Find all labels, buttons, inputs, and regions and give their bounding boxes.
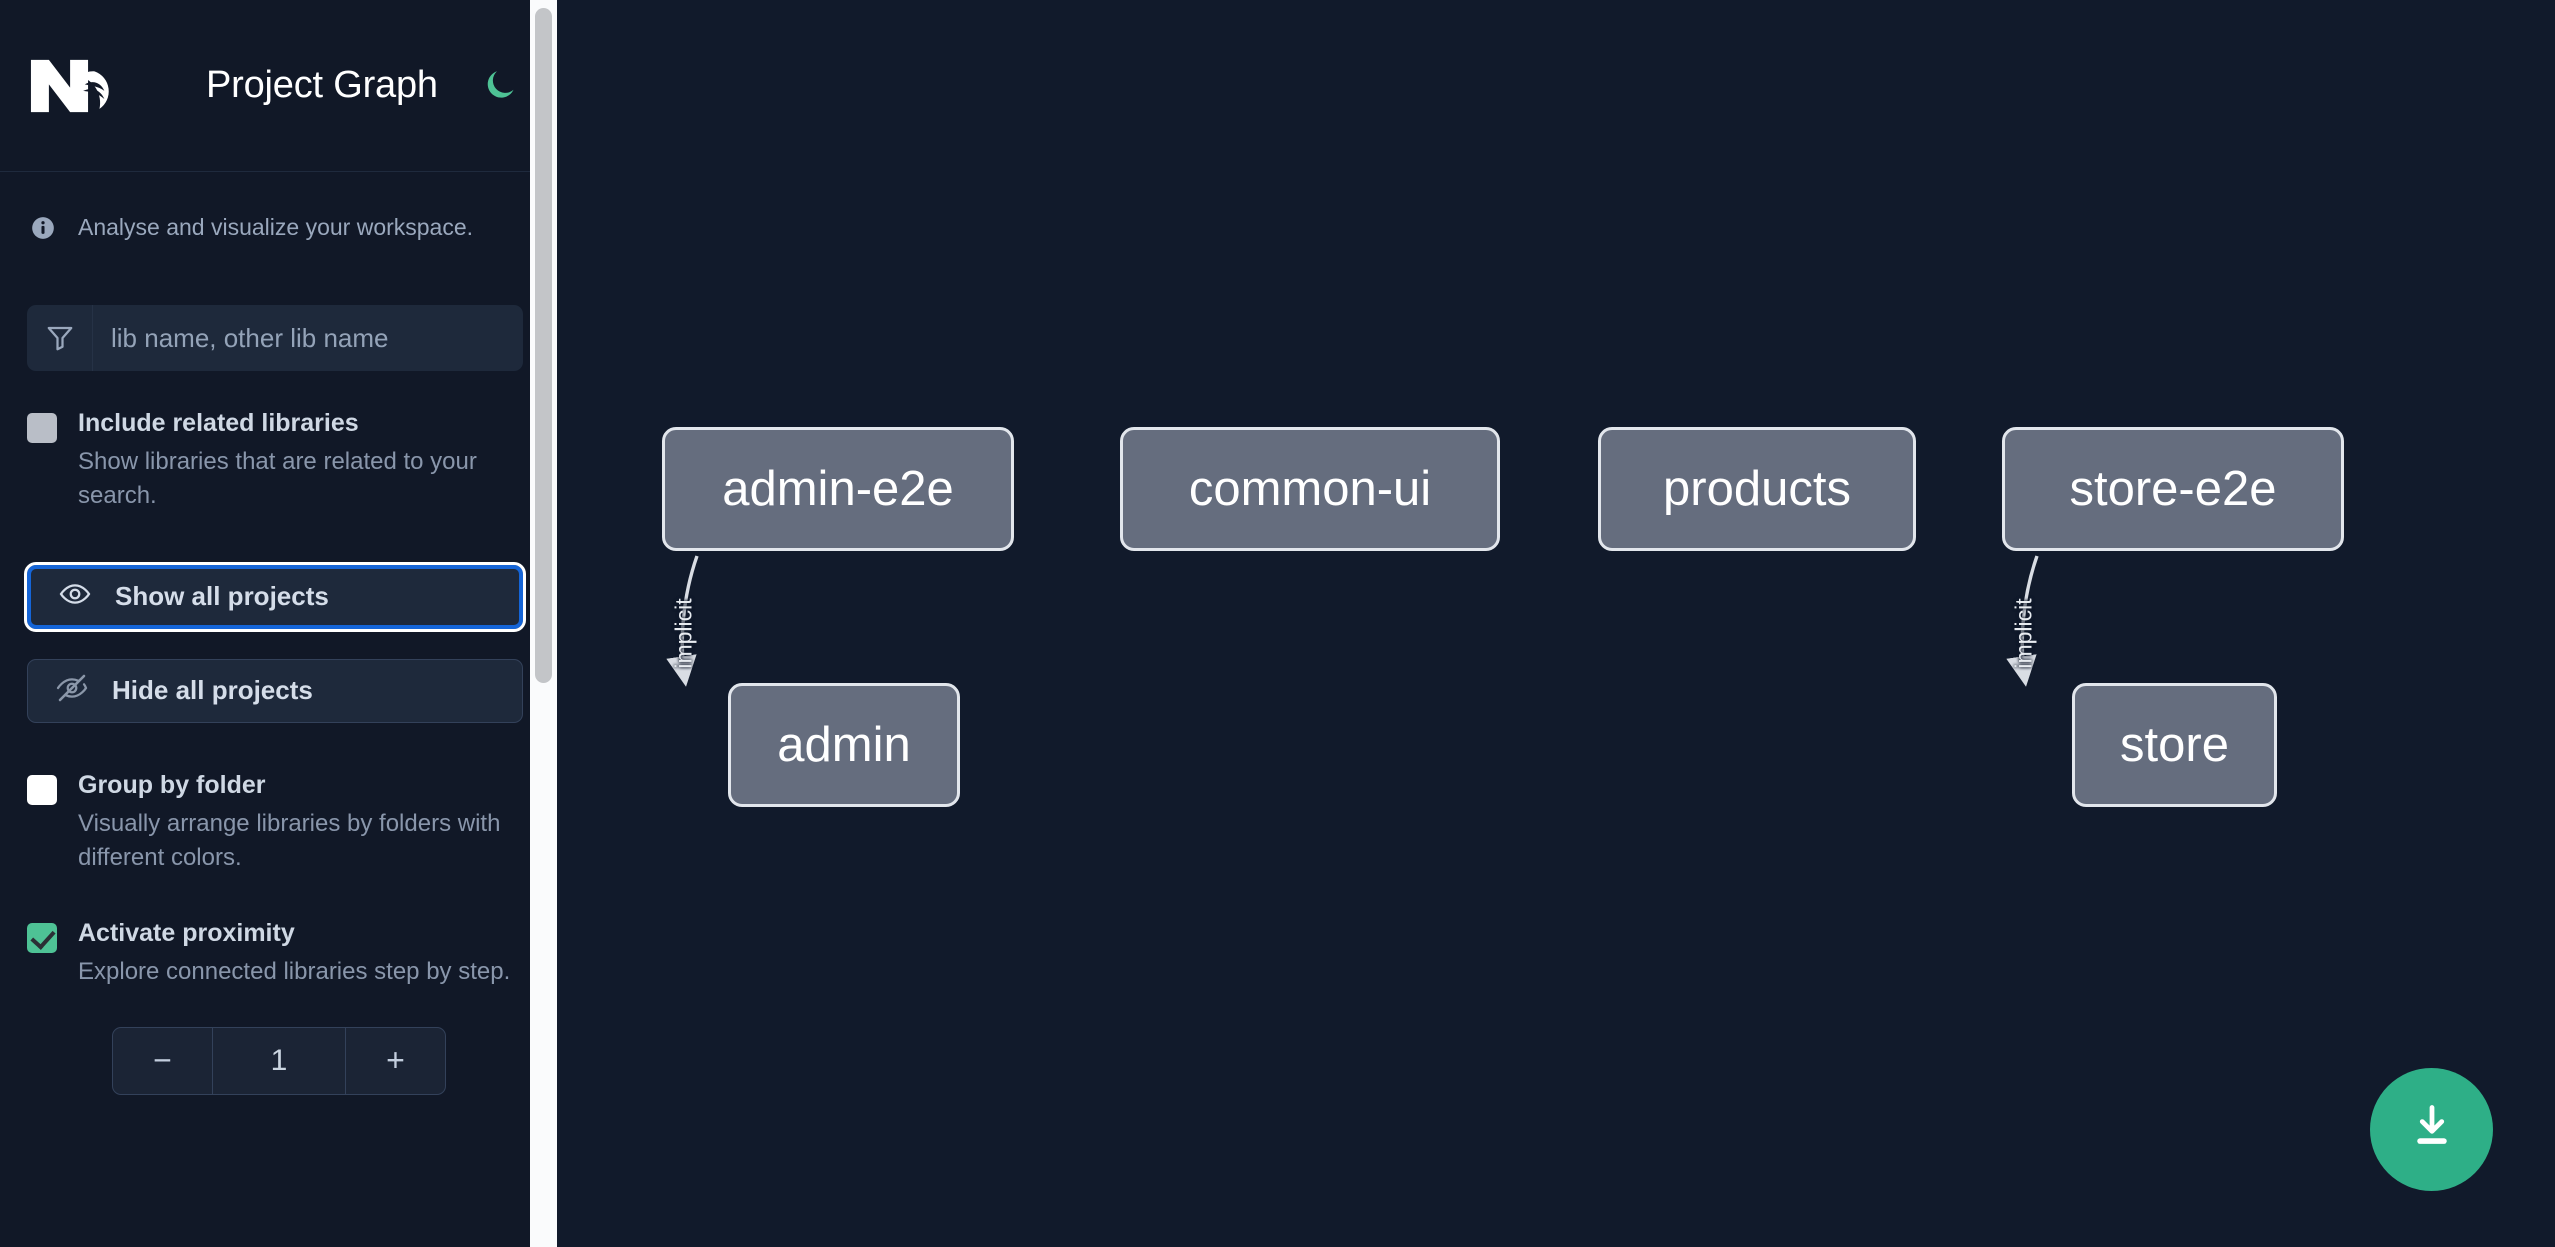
proximity-increment-button[interactable]: +	[345, 1027, 445, 1094]
option-title: Group by folder	[78, 770, 266, 799]
option-title: Include related libraries	[78, 409, 359, 437]
eye-icon	[59, 578, 91, 615]
eye-off-icon	[56, 672, 88, 709]
search-input[interactable]	[93, 305, 523, 371]
include-related-libraries-checkbox[interactable]	[27, 413, 57, 443]
page-title: Project Graph	[206, 64, 438, 106]
show-all-projects-button[interactable]: Show all projects	[24, 561, 526, 632]
group-by-folder-checkbox[interactable]	[27, 774, 57, 805]
filter-field[interactable]	[27, 305, 523, 371]
graph-node-admin[interactable]: admin	[728, 683, 960, 807]
proximity-value: 1	[270, 1043, 288, 1077]
workspace-info: Analyse and visualize your workspace.	[0, 172, 557, 241]
option-description: Show libraries that are related to your …	[78, 447, 477, 509]
moon-icon[interactable]	[480, 66, 520, 106]
graph-node-label: admin-e2e	[722, 462, 954, 516]
sidebar-scrollbar[interactable]	[530, 0, 557, 1247]
graph-node-store[interactable]: store	[2072, 683, 2277, 807]
option-body: Include related libraries Show libraries…	[78, 407, 518, 513]
graph-node-label: common-ui	[1188, 462, 1432, 516]
sidebar: Project Graph Analyse and visualize your…	[0, 0, 557, 1247]
edge-label-store-implicit: implicit	[2010, 598, 2037, 669]
graph-node-common-ui[interactable]: common-ui	[1120, 427, 1500, 551]
graph-node-label: products	[1663, 462, 1851, 516]
graph-node-products[interactable]: products	[1598, 427, 1916, 551]
graph-node-label: store-e2e	[2069, 462, 2277, 516]
download-graph-button[interactable]	[2370, 1068, 2493, 1191]
sidebar-scrollbar-thumb[interactable]	[535, 8, 552, 683]
graph-canvas[interactable]: admin-e2e common-ui products store-e2e a…	[557, 0, 2555, 1247]
option-body: Activate proximity Explore connected lib…	[78, 917, 510, 989]
option-title: Activate proximity	[78, 918, 295, 947]
info-circle-icon	[30, 215, 56, 241]
funnel-icon	[27, 305, 93, 371]
graph-edges	[666, 555, 2039, 687]
option-activate-proximity[interactable]: Activate proximity Explore connected lib…	[0, 917, 557, 989]
show-all-projects-label: Show all projects	[115, 581, 329, 612]
workspace-info-text: Analyse and visualize your workspace.	[78, 214, 474, 240]
hide-all-projects-button[interactable]: Hide all projects	[27, 658, 523, 723]
graph-node-store-e2e[interactable]: store-e2e	[2002, 427, 2344, 551]
sidebar-header: Project Graph	[0, 0, 557, 172]
download-icon	[2406, 1101, 2458, 1158]
graph-node-label: store	[2120, 718, 2229, 772]
proximity-decrement-button[interactable]: −	[113, 1027, 213, 1094]
graph-node-admin-e2e[interactable]: admin-e2e	[662, 427, 1014, 551]
option-description: Visually arrange libraries by folders wi…	[78, 809, 501, 871]
option-description: Explore connected libraries step by step…	[78, 957, 511, 985]
option-body: Group by folder Visually arrange librari…	[78, 769, 518, 875]
nx-logo-icon	[26, 55, 124, 117]
option-include-related-libraries[interactable]: Include related libraries Show libraries…	[0, 407, 557, 513]
edge-label-admin-implicit: implicit	[670, 598, 697, 669]
activate-proximity-checkbox[interactable]	[27, 922, 57, 953]
proximity-stepper[interactable]: − 1 +	[112, 1026, 446, 1095]
option-group-by-folder[interactable]: Group by folder Visually arrange librari…	[0, 769, 557, 875]
graph-node-label: admin	[777, 718, 911, 772]
hide-all-projects-label: Hide all projects	[112, 675, 313, 706]
